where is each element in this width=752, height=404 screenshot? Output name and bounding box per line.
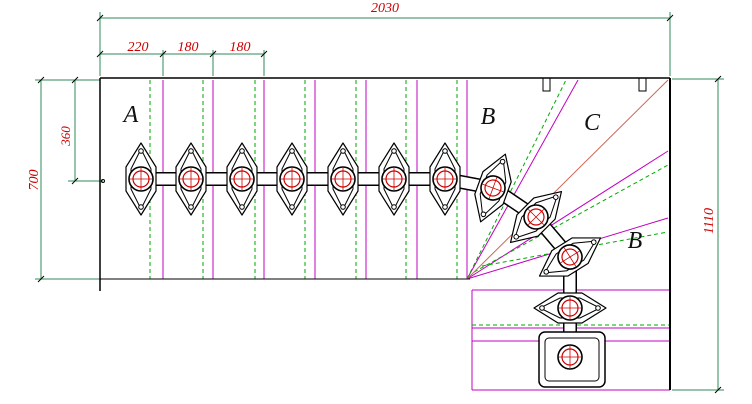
- bolt-hole: [188, 148, 194, 154]
- dimension-tick: [260, 50, 268, 58]
- bracket: [327, 142, 359, 216]
- spine-fill: [141, 173, 576, 357]
- wall-tab: [542, 77, 551, 92]
- bracket: [226, 142, 258, 216]
- bolt-hole: [595, 305, 601, 311]
- step-brackets: [125, 142, 607, 388]
- bracket: [378, 142, 410, 216]
- step-width-label-1: 220: [128, 40, 149, 55]
- base-flange-inner: [544, 337, 600, 382]
- anchor-point: [101, 179, 105, 183]
- bolt-hole: [539, 305, 545, 311]
- winder-edge-line: [466, 79, 579, 280]
- dimension-tick: [714, 75, 722, 83]
- wall-tab: [638, 77, 647, 92]
- zone-label-b-top: B: [481, 104, 496, 130]
- zone-label-c: C: [584, 110, 601, 136]
- bracket: [125, 142, 157, 216]
- bracket: [429, 142, 461, 216]
- bracket: [474, 153, 512, 223]
- bolt-hole: [442, 204, 448, 210]
- dimension-tick: [666, 14, 674, 22]
- bolt-hole: [442, 148, 448, 154]
- bracket: [276, 142, 308, 216]
- inner-height-label: 360: [58, 126, 73, 147]
- bolt-hole: [289, 148, 295, 154]
- bracket: [538, 237, 602, 277]
- bolt-hole: [239, 148, 245, 154]
- bolt-hole: [138, 204, 144, 210]
- bolt-hole: [513, 233, 520, 240]
- bolt-hole: [590, 239, 597, 245]
- bolt-hole: [391, 148, 397, 154]
- center-mark: [560, 250, 580, 264]
- dimension-tick: [37, 76, 45, 84]
- bracket: [175, 142, 207, 216]
- winder-overlap-line: [473, 164, 669, 273]
- dimension-tick: [96, 14, 104, 22]
- left-height-label: 700: [27, 170, 42, 191]
- winder-overlap-line: [466, 79, 567, 280]
- zone-label-a: A: [122, 102, 139, 128]
- dimension-tick: [71, 177, 79, 185]
- base-flange: [538, 331, 606, 388]
- step-width-label-2: 180: [178, 40, 199, 55]
- stringer-spine: [141, 172, 577, 357]
- bolt-hole: [552, 194, 559, 201]
- dimension-tick: [159, 50, 167, 58]
- bolt-hole: [340, 148, 346, 154]
- bolt-hole: [188, 204, 194, 210]
- dimension-tick: [714, 386, 722, 394]
- total-width-label: 2030: [371, 1, 399, 16]
- center-mark: [527, 208, 545, 226]
- step-width-label-3: 180: [230, 40, 251, 55]
- dimension-tick: [37, 275, 45, 283]
- spine-outline: [141, 172, 577, 357]
- bolt-hole: [480, 211, 487, 218]
- bolt-hole: [543, 269, 550, 275]
- center-mark: [488, 177, 498, 199]
- bracket: [533, 292, 607, 324]
- dimension-tick: [96, 50, 104, 58]
- zone-label-b-bottom: B: [628, 228, 643, 254]
- bolt-hole: [340, 204, 346, 210]
- bolt-hole: [138, 148, 144, 154]
- bracket: [509, 190, 563, 244]
- bolt-hole: [499, 158, 506, 165]
- dimension-tick: [209, 50, 217, 58]
- dimension-tick: [71, 76, 79, 84]
- bolt-hole: [391, 204, 397, 210]
- diagonal-construction-line: [466, 79, 669, 280]
- bolt-hole: [239, 204, 245, 210]
- right-height-label: 1110: [702, 208, 717, 234]
- bolt-hole: [289, 204, 295, 210]
